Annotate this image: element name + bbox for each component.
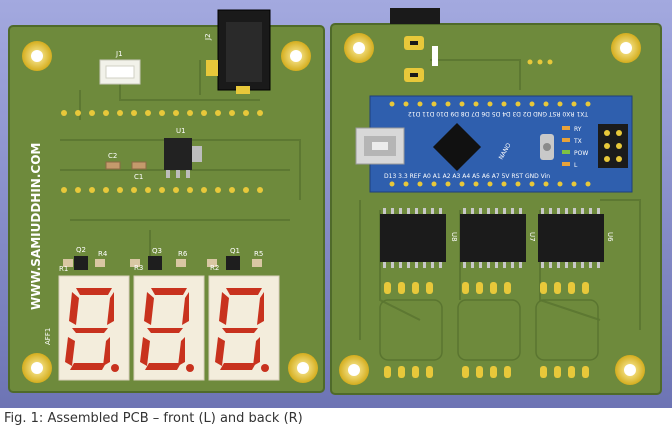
ic-u6: U6 <box>538 208 614 268</box>
website-label: WWW.SAMIUDDHIN.COM <box>29 143 43 310</box>
usb-port <box>355 127 405 165</box>
j1-label: J1 <box>115 50 123 58</box>
q2-label: Q2 <box>76 246 86 254</box>
led-pow: POW <box>574 150 588 157</box>
display-3 <box>208 275 280 381</box>
c2-label: C2 <box>108 152 117 160</box>
c1-label: C1 <box>134 173 143 181</box>
q1-label: Q1 <box>230 247 240 255</box>
pcb-photo: J1 J2 <box>0 0 672 408</box>
display-outlines <box>379 299 599 361</box>
u6-label: U6 <box>606 232 614 242</box>
u1-label: U1 <box>176 127 186 135</box>
q3-label: Q3 <box>152 247 162 255</box>
seven-segment-displays <box>58 275 280 381</box>
ic-u7: U7 <box>460 208 536 268</box>
r3-label: R3 <box>134 264 143 272</box>
capacitors: C2 C1 <box>105 152 147 181</box>
j2-dc-jack: J2 <box>204 9 271 94</box>
jumper-pads <box>404 36 553 82</box>
display-2 <box>133 275 205 381</box>
u7-label: U7 <box>528 232 536 242</box>
figure-caption: Fig. 1: Assembled PCB – front (L) and ba… <box>4 411 303 426</box>
shift-register-ics: U8 U7 U6 <box>380 208 614 268</box>
driver-components: R1 Q2 R4 R3 Q3 R6 R2 Q1 R5 <box>59 246 263 273</box>
u8-label: U8 <box>450 232 458 242</box>
back-board: TX1 RX0 RST GND D2 D3 D4 D5 D6 D7 D8 D9 … <box>330 8 662 395</box>
arduino-nano: TX1 RX0 RST GND D2 D3 D4 D5 D6 D7 D8 D9 … <box>355 95 633 193</box>
j1-connector: J1 <box>99 50 141 85</box>
back-pad-rows <box>384 282 589 378</box>
display-1 <box>58 275 130 381</box>
nano-bottom-pins: D13 3.3 REF A0 A1 A2 A3 A4 A5 A6 A7 5V R… <box>384 173 550 180</box>
nano-top-pins: TX1 RX0 RST GND D2 D3 D4 D5 D6 D7 D8 D9 … <box>408 110 589 117</box>
icsp-header <box>598 124 628 168</box>
r6-label: R6 <box>178 250 188 258</box>
r5-label: R5 <box>254 250 263 258</box>
r4-label: R4 <box>98 250 108 258</box>
status-leds: RY TX POW L <box>562 126 588 169</box>
u1-regulator: U1 <box>164 127 202 178</box>
front-header-bottom <box>61 187 263 193</box>
r2-label: R2 <box>210 264 219 272</box>
ic-u8: U8 <box>380 208 458 268</box>
back-mount-holes <box>339 33 645 385</box>
j2-label: J2 <box>204 33 212 41</box>
led-ry: RY <box>574 126 582 133</box>
led-tx: TX <box>573 138 582 145</box>
r1-label: R1 <box>59 265 68 273</box>
aff1-label: AFF1 <box>44 328 52 345</box>
front-mount-holes <box>22 41 318 383</box>
led-l: L <box>574 162 578 169</box>
front-header-top <box>61 110 263 116</box>
front-board: J1 J2 <box>8 9 325 393</box>
